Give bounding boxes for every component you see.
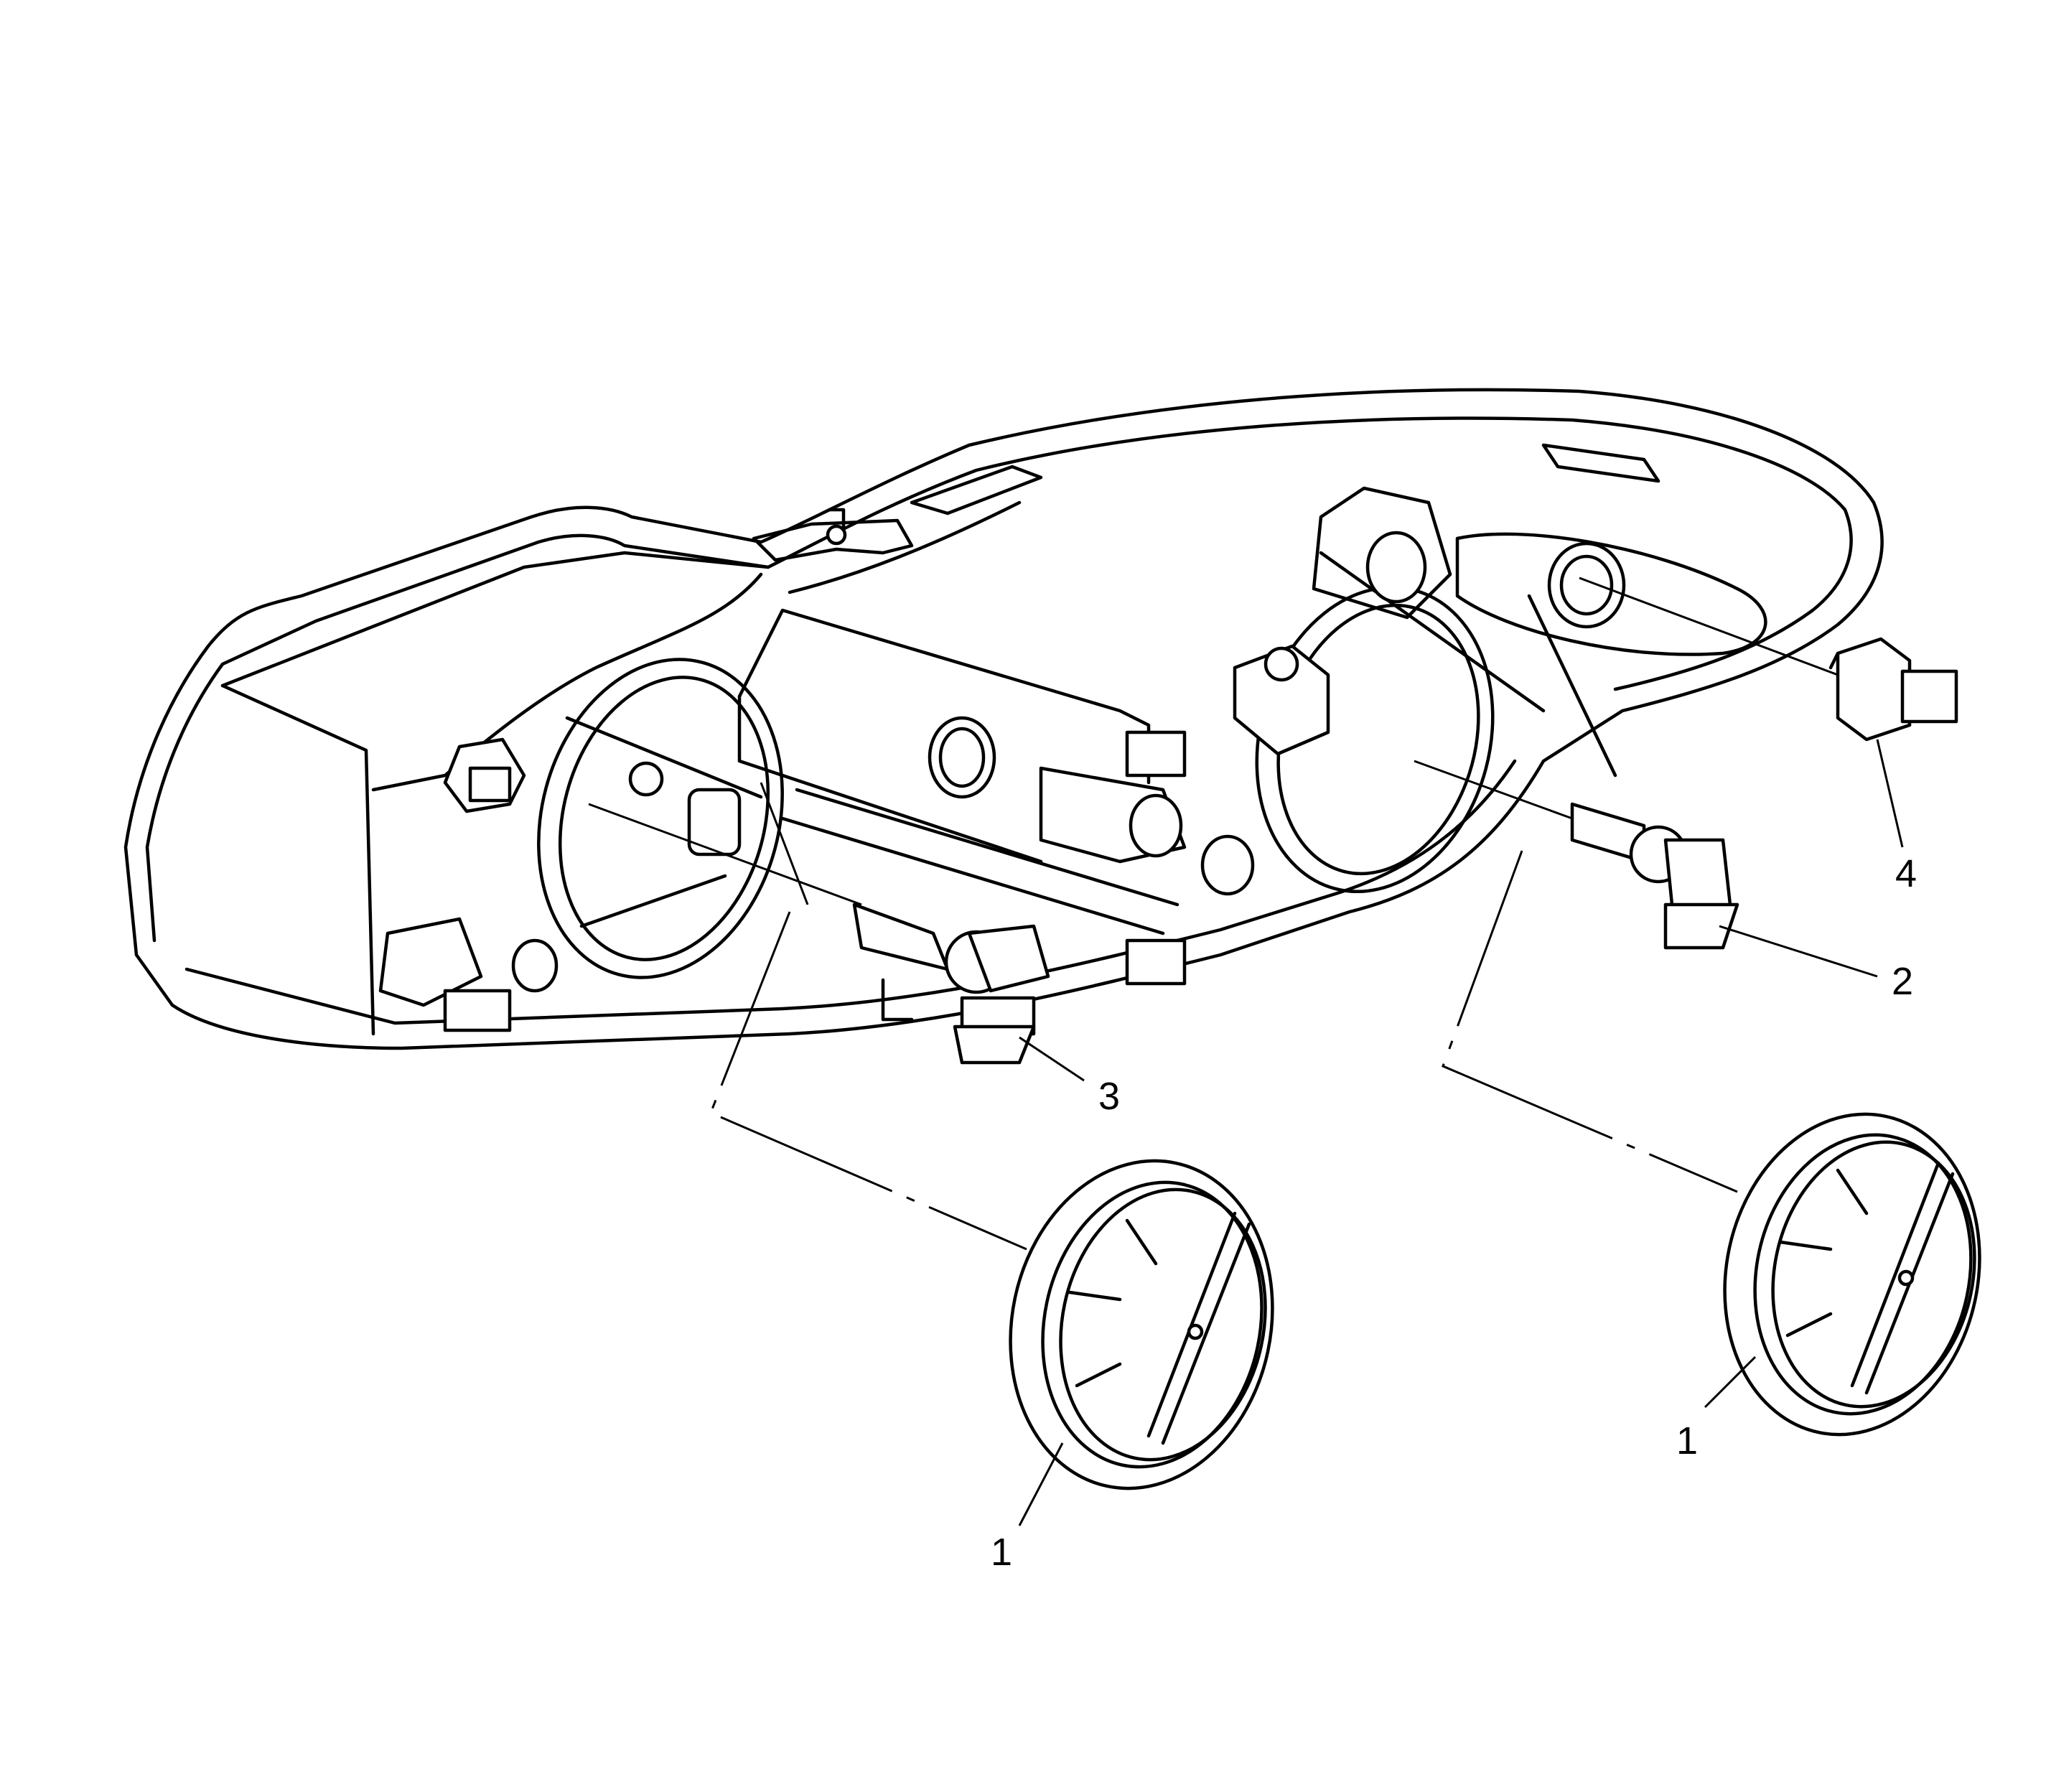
callout-4: 4 xyxy=(1895,852,1917,895)
left-reflector-bowl xyxy=(537,658,784,979)
center-housing xyxy=(737,608,1255,935)
headlamp-housing xyxy=(123,388,1884,1050)
bulb-2 xyxy=(1570,802,1739,950)
bulb-3 xyxy=(852,902,1050,1065)
alignment-lines xyxy=(588,577,1839,1251)
connectors xyxy=(378,644,1330,1032)
callout-leaders xyxy=(1018,739,1904,1526)
callout-3: 3 xyxy=(1098,1075,1120,1118)
upper-right-socket-housing xyxy=(1312,486,1767,778)
callout-1-right: 1 xyxy=(1676,1419,1698,1462)
socket-4 xyxy=(1828,637,1958,742)
callout-2: 2 xyxy=(1892,960,1913,1003)
callout-1-left: 1 xyxy=(991,1531,1012,1574)
left-bulb-cover xyxy=(1009,1159,1274,1490)
right-bulb-cover xyxy=(1723,1112,1981,1437)
